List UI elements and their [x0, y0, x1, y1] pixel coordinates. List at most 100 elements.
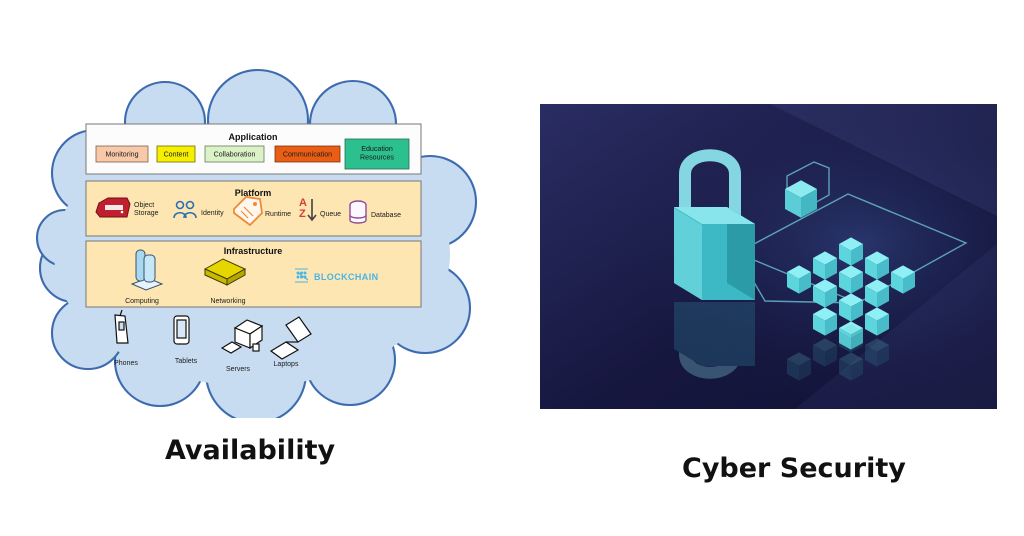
application-box-2: Content: [156, 145, 196, 163]
cluster-reflection-cube-4-right: [799, 359, 811, 381]
cluster-reflection-cube-3: [865, 338, 889, 367]
cluster-reflection-cube-3-top: [865, 338, 889, 352]
cluster-cube-4: [891, 265, 915, 294]
cluster-reflection-cube-1-right: [825, 345, 837, 367]
phone-icon-antenna: [119, 309, 123, 317]
network-box-icon: [203, 258, 247, 286]
cluster-cube-10-left: [813, 314, 825, 336]
cluster-cube-5-top: [787, 265, 811, 279]
cluster-cube-1-right: [825, 258, 837, 280]
application-box-bg-2: [156, 145, 196, 163]
cluster-cube-11: [839, 321, 863, 350]
laptop-icon-screen: [285, 316, 312, 343]
cluster-cube-1-left: [813, 258, 825, 280]
availability-caption: Availability: [165, 435, 336, 466]
application-box-1: Monitoring: [95, 145, 149, 163]
cluster-cube-5: [787, 265, 811, 294]
server-icon-light: [120, 210, 124, 214]
database-icon-body: [349, 205, 367, 224]
padlock-body-top: [674, 207, 755, 224]
laptop-icon-base: [269, 341, 300, 360]
cluster-cube-3-right: [877, 258, 889, 280]
people-icon-head-left: [175, 200, 185, 210]
laptop-icon: [269, 316, 312, 360]
application-box-bg-1: [95, 145, 149, 163]
server-icon-slot: [105, 205, 123, 210]
padlock-icon: [674, 149, 755, 300]
platform-item-label-4: Queue: [320, 211, 341, 218]
cluster-cube-7-top: [839, 293, 863, 307]
cluster-reflection-cube-2-right: [851, 359, 863, 381]
cluster-cube-2-right: [851, 244, 863, 266]
single-cube: [785, 180, 817, 218]
az-sort-icon-arrow: [307, 199, 317, 222]
cluster-cube-6-top: [813, 279, 837, 293]
device-label-1: Phones: [114, 360, 138, 367]
tag-icon-lines: [240, 206, 254, 219]
single-cube-right: [801, 189, 817, 218]
blockchain-logo-dot-4: [296, 275, 300, 279]
server-desktop-monitor-right: [249, 324, 263, 350]
single-cube-left: [785, 189, 801, 218]
tablet-icon: [173, 315, 190, 345]
cluster-reflection-cube-4-top: [787, 352, 811, 366]
cluster-cube-5-left: [787, 272, 799, 294]
cyber-background-glow: [540, 104, 997, 409]
application-box-3: Collaboration: [204, 145, 265, 163]
cluster-cube-12-left: [865, 314, 877, 336]
single-cube-top: [785, 180, 817, 198]
az-sort-icon-z: Z: [299, 208, 306, 220]
cluster-cube-1: [813, 251, 837, 280]
cluster-cube-6-left: [813, 286, 825, 308]
cluster-cube-2: [839, 237, 863, 266]
cluster-cube-7: [839, 293, 863, 322]
database-icon-ring: [349, 214, 367, 219]
cube-cluster-reflection: [787, 324, 889, 381]
padlock-reflection-shackle: [679, 306, 741, 379]
cluster-reflection-cube-2-top: [839, 352, 863, 366]
cluster-reflection-cube-4: [787, 352, 811, 381]
az-sort-icon: AZ: [299, 197, 317, 222]
cluster-cube-12-top: [865, 307, 889, 321]
phone-icon: [114, 309, 129, 344]
cluster-cube-12-right: [877, 314, 889, 336]
cluster-cube-8-right: [877, 286, 889, 308]
blockchain-logo-dot-2: [300, 271, 303, 275]
cyber-security-panel: [540, 104, 997, 409]
cluster-cube-3: [865, 251, 889, 280]
application-box-bg-5: [344, 138, 410, 170]
cluster-cube-3-left: [865, 258, 877, 280]
cluster-cube-8-left: [865, 286, 877, 308]
cluster-reflection-cube-5: [839, 324, 863, 353]
computer-tower-right: [143, 254, 156, 283]
people-icon: [173, 200, 197, 219]
cube-cluster-icon: [787, 237, 915, 350]
single-cube-icon: [785, 180, 817, 218]
cluster-reflection-cube-5-right: [851, 331, 863, 353]
platform-item-label-3: Runtime: [265, 211, 291, 218]
cluster-cube-4-left: [891, 272, 903, 294]
infrastructure-item-label-3: BLOCKCHAIN: [314, 272, 379, 282]
cluster-cube-11-right: [851, 328, 863, 350]
server-icon: [95, 197, 131, 218]
cluster-reflection-cube-1: [813, 338, 837, 367]
platform-item-label-5: Database: [371, 212, 401, 219]
cluster-cube-4-top: [891, 265, 915, 279]
people-icon-head-right: [185, 200, 195, 210]
cluster-reflection-cube-3-right: [877, 345, 889, 367]
server-desktop-tower: [252, 343, 260, 352]
application-box-bg-4: [274, 145, 341, 163]
platform-layer-title: Platform: [235, 188, 272, 198]
application-box-4: Communication: [274, 145, 341, 163]
blockchain-logo-icon: [295, 268, 309, 283]
cluster-cube-9-right: [851, 272, 863, 294]
cluster-cube-10-right: [825, 314, 837, 336]
cluster-cube-8-top: [865, 279, 889, 293]
cluster-cube-5-right: [799, 272, 811, 294]
